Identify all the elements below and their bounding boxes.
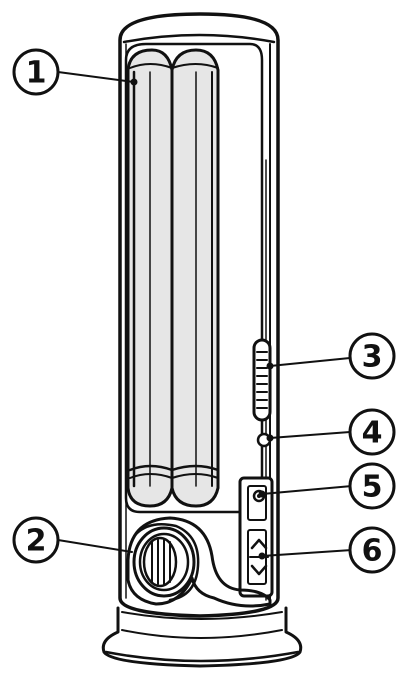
dimmer-knob — [126, 516, 272, 608]
leader-4 — [269, 431, 351, 439]
base-stand — [101, 606, 303, 668]
leader-1-dot — [130, 78, 138, 86]
leader-6-dot — [258, 552, 266, 560]
leader-5-dot — [258, 490, 266, 498]
callout-1-circle — [12, 48, 60, 96]
base-edge — [104, 650, 300, 663]
callout-6-label: 6 — [362, 534, 383, 569]
knob-recess — [126, 516, 272, 608]
slide-switch — [252, 338, 272, 422]
dc-jack-frame — [247, 485, 267, 521]
leader-6 — [261, 549, 353, 557]
callout-3-label: 3 — [362, 340, 383, 375]
callout-6-circle — [348, 526, 396, 574]
leader-2 — [57, 539, 133, 553]
callout-3-circle — [348, 332, 396, 380]
callout-2-circle — [12, 516, 60, 564]
callout-1-label: 1 — [26, 56, 47, 91]
knob-face — [142, 536, 178, 588]
tube-window — [124, 42, 264, 514]
callout-circles — [12, 48, 396, 574]
usb-port-arrow-down — [250, 564, 268, 576]
leader-3-dot — [266, 362, 274, 370]
callout-4-label: 4 — [362, 416, 383, 451]
socket-panel — [238, 476, 274, 598]
base-inner-rim — [121, 629, 283, 639]
usb-port-arrow-up — [250, 538, 268, 550]
callout-leaders — [57, 71, 353, 560]
housing-top-edge — [122, 33, 276, 44]
tube-bottom-caps-2 — [129, 473, 219, 479]
tube-right — [170, 48, 220, 508]
callout-4-circle — [348, 408, 396, 456]
callout-numbers: 1 2 3 4 5 6 — [26, 56, 383, 569]
leader-3 — [269, 357, 351, 367]
callout-5-label: 5 — [362, 470, 383, 505]
tube-top-caps — [129, 63, 219, 69]
base-ring — [121, 611, 283, 620]
callout-5-circle — [348, 462, 396, 510]
leader-4-dot — [266, 434, 274, 442]
leader-5 — [261, 485, 353, 495]
socket-panel-frame — [238, 476, 274, 598]
callout-2-label: 2 — [26, 524, 47, 559]
leader-1 — [57, 71, 135, 83]
knob-ring — [138, 532, 190, 592]
knob-swirl — [134, 523, 200, 602]
tube-bottom-caps — [128, 464, 220, 472]
